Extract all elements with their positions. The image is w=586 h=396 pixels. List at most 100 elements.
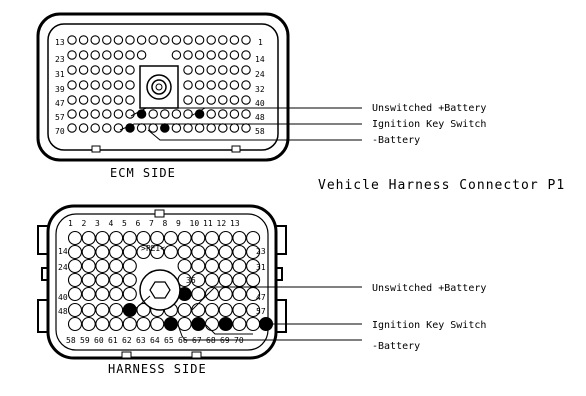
ecm-pin bbox=[78, 123, 89, 133]
ecm-pin bbox=[171, 123, 182, 133]
harness-pin bbox=[109, 286, 124, 302]
harness-pin bbox=[204, 286, 220, 302]
ecm-pin bbox=[241, 65, 251, 75]
ecm-pin bbox=[241, 50, 251, 60]
harness-top-pin-label: 10 bbox=[190, 219, 200, 228]
ecm-pin bbox=[206, 109, 216, 119]
harness-pin bbox=[81, 230, 96, 246]
harness-pin bbox=[67, 258, 83, 274]
ecm-pin bbox=[125, 65, 135, 75]
harness-top-pin-label: 8 bbox=[163, 219, 168, 228]
harness-pin bbox=[163, 244, 178, 260]
ecm-pin bbox=[229, 109, 240, 119]
ecm-pin bbox=[113, 95, 124, 105]
ecm-pin bbox=[102, 65, 112, 75]
ecm-pin bbox=[229, 35, 240, 45]
harness-pin bbox=[150, 230, 165, 246]
harness-pin-label: 36 bbox=[186, 276, 196, 285]
harness-top-pin-label: 5 bbox=[122, 219, 127, 228]
ecm-pin bbox=[218, 65, 228, 75]
ecm-pin-label: 47 bbox=[55, 99, 65, 108]
harness-pin-label: 40 bbox=[58, 293, 68, 302]
harness-pin bbox=[81, 316, 96, 332]
harness-pin bbox=[67, 272, 83, 288]
ecm-pin-used bbox=[136, 109, 147, 119]
harness-wire-unswitched-battery: Unswitched +Battery bbox=[372, 283, 486, 294]
ecm-pin bbox=[194, 50, 205, 60]
harness-pin bbox=[204, 316, 220, 332]
ecm-pin bbox=[148, 109, 158, 119]
harness-pin bbox=[136, 244, 151, 260]
ecm-pin bbox=[241, 123, 251, 133]
ecm-pin bbox=[136, 123, 147, 133]
harness-pin bbox=[246, 230, 261, 246]
harness-pin-label: 48 bbox=[58, 307, 68, 316]
ecm-pin bbox=[78, 50, 89, 60]
harness-top-pin-label: 6 bbox=[136, 219, 141, 228]
harness-bottom-pin-label: 59 bbox=[80, 336, 90, 345]
harness-pin bbox=[246, 258, 261, 274]
ecm-pin bbox=[241, 109, 251, 119]
ecm-pin bbox=[241, 80, 251, 90]
harness-connector bbox=[37, 204, 287, 360]
harness-pin bbox=[150, 316, 165, 332]
ecm-pin bbox=[206, 95, 216, 105]
ecm-pin bbox=[90, 50, 100, 60]
harness-pin bbox=[232, 244, 247, 260]
ecm-pin bbox=[90, 65, 100, 75]
harness-pin bbox=[150, 244, 165, 260]
harness-pin bbox=[109, 316, 124, 332]
harness-bottom-pin-label: 64 bbox=[150, 336, 160, 345]
harness-pin bbox=[122, 258, 137, 274]
harness-pin bbox=[95, 316, 110, 332]
ecm-wire-ignition-key-switch: Ignition Key Switch bbox=[372, 119, 486, 130]
ecm-pin bbox=[218, 80, 228, 90]
ecm-pin bbox=[183, 35, 193, 45]
ecm-pin-label: 40 bbox=[255, 99, 265, 108]
harness-pin bbox=[191, 272, 206, 288]
diagram-title: Vehicle Harness Connector P1 bbox=[318, 178, 565, 193]
harness-pin bbox=[136, 302, 151, 318]
harness-pin bbox=[232, 286, 247, 302]
ecm-pin bbox=[206, 80, 216, 90]
ecm-pin bbox=[125, 95, 135, 105]
harness-pin bbox=[232, 258, 247, 274]
harness-pin bbox=[95, 244, 110, 260]
ecm-pin-label: 31 bbox=[55, 70, 65, 79]
harness-pin bbox=[218, 302, 233, 318]
harness-pin bbox=[218, 258, 233, 274]
ecm-pin bbox=[194, 35, 205, 45]
harness-pin bbox=[136, 230, 151, 246]
harness-pin bbox=[163, 230, 178, 246]
harness-pin-used bbox=[218, 316, 233, 332]
harness-pin bbox=[246, 302, 261, 318]
harness-wire-ignition-key-switch: Ignition Key Switch bbox=[372, 320, 486, 331]
ecm-pin bbox=[78, 109, 89, 119]
harness-bottom-pin-label: 60 bbox=[94, 336, 104, 345]
harness-bottom-pin-label: 61 bbox=[108, 336, 118, 345]
ecm-pin bbox=[90, 35, 100, 45]
harness-pin bbox=[232, 316, 247, 332]
ecm-pin bbox=[78, 35, 89, 45]
harness-bottom-pin-label: 63 bbox=[136, 336, 146, 345]
harness-pin-label: 14 bbox=[58, 247, 68, 256]
ecm-pin bbox=[78, 95, 89, 105]
ecm-pin bbox=[183, 65, 193, 75]
harness-pin bbox=[177, 258, 192, 274]
ecm-pin bbox=[148, 123, 158, 133]
harness-pin bbox=[191, 258, 206, 274]
ecm-pin bbox=[160, 35, 170, 45]
harness-pin bbox=[191, 244, 206, 260]
harness-pin bbox=[109, 258, 124, 274]
ecm-pin-label: 70 bbox=[55, 127, 65, 136]
ecm-pin bbox=[218, 95, 228, 105]
ecm-pin bbox=[125, 109, 135, 119]
ecm-pin bbox=[90, 95, 100, 105]
ecm-pin bbox=[206, 65, 216, 75]
ecm-pin-label: 24 bbox=[255, 70, 265, 79]
harness-pin bbox=[218, 272, 233, 288]
ecm-pin bbox=[102, 123, 112, 133]
ecm-wire-leaders bbox=[119, 107, 362, 141]
ecm-pin bbox=[136, 50, 147, 60]
ecm-pin bbox=[183, 50, 193, 60]
